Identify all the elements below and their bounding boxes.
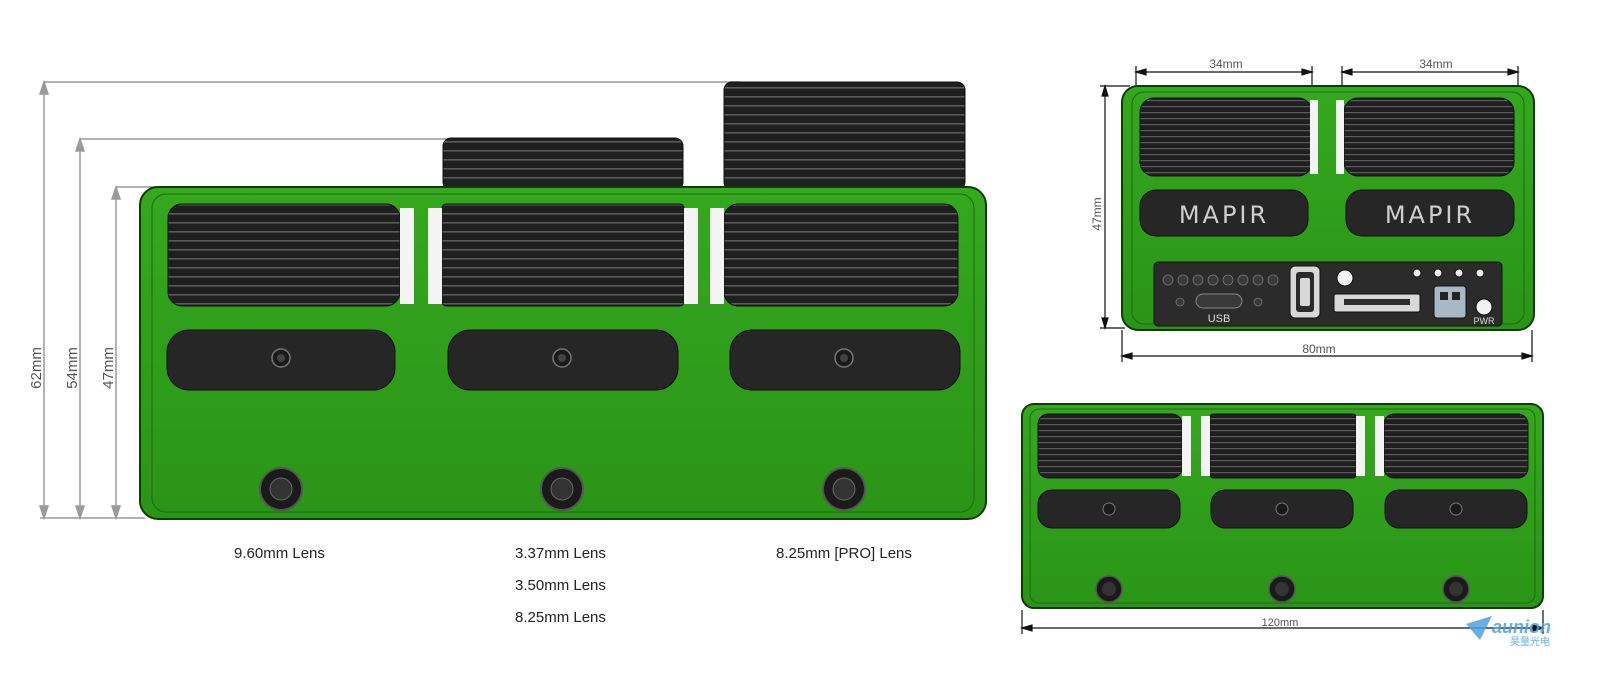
lens-label-middle-2: 3.50mm Lens (515, 577, 606, 594)
side-width-label: 120mm (1262, 617, 1299, 629)
heatsink-left (167, 203, 401, 307)
height-label-62: 62mm (28, 347, 45, 389)
lens-label-middle-3: 8.25mm Lens (515, 609, 606, 626)
front-width-right-label: 34mm (1419, 57, 1452, 71)
bottom-screws (259, 467, 866, 511)
front-height-label: 47mm (1090, 197, 1104, 230)
heatsink-right (723, 203, 959, 307)
small-side-view: 120mm (1019, 403, 1546, 634)
pwr-label: PWR (1474, 316, 1495, 326)
svg-text:昊量光电: 昊量光电 (1510, 635, 1550, 648)
main-side-view (139, 81, 987, 520)
svg-text:aunion: aunion (1492, 617, 1551, 637)
lens-tower-right (723, 81, 966, 191)
lens-tower-middle (442, 137, 684, 191)
watermark-logo: aunion 昊量光电 (1466, 616, 1551, 648)
front-width-label: 80mm (1302, 342, 1335, 356)
height-label-54: 54mm (64, 347, 81, 389)
front-view: 34mm 34mm 47mm 80mm MAPIR MAPIR USB (1090, 57, 1535, 362)
brand-logo-left: MAPIR (1179, 201, 1269, 229)
heatsink-middle (441, 203, 685, 307)
lens-label-left: 9.60mm Lens (234, 545, 325, 562)
front-width-left-label: 34mm (1209, 57, 1242, 71)
brand-logo-right: MAPIR (1385, 201, 1475, 229)
height-dimension-lines (38, 79, 740, 521)
usb-port (1195, 293, 1243, 309)
usb-label: USB (1208, 313, 1231, 325)
height-label-47: 47mm (100, 347, 117, 389)
lens-label-right: 8.25mm [PRO] Lens (776, 545, 912, 562)
lens-label-middle-1: 3.37mm Lens (515, 545, 606, 562)
